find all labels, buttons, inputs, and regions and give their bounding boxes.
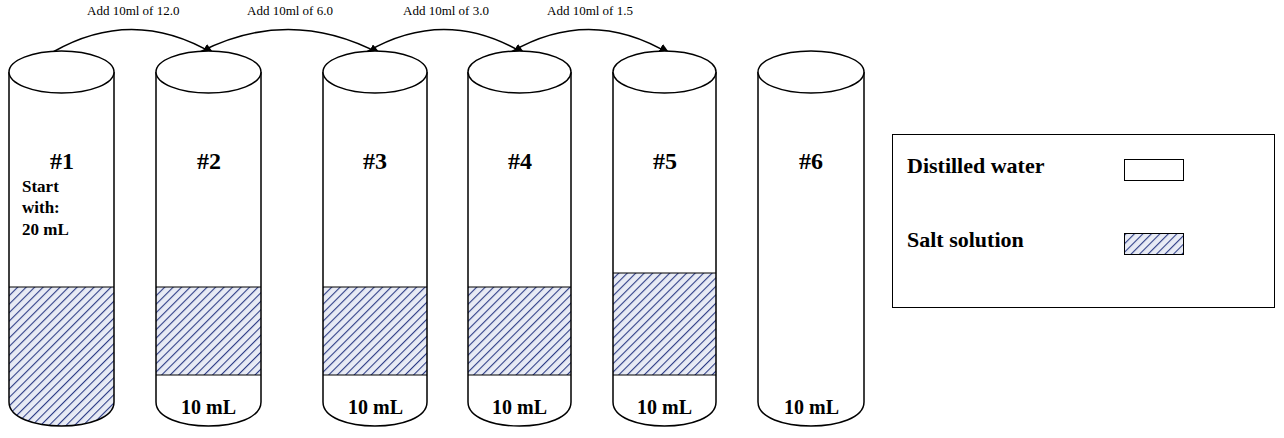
transfer-arrow xyxy=(200,29,380,54)
tube-number: #6 xyxy=(799,148,823,175)
test-tube: #2 10 mL xyxy=(155,50,262,436)
tube-number: #4 xyxy=(508,148,532,175)
volume-label: 10 mL xyxy=(348,396,403,419)
tube-number: #5 xyxy=(653,148,677,175)
legend-swatch xyxy=(1124,233,1184,255)
transfer-label: Add 10ml of 1.5 xyxy=(545,3,635,19)
tube-number: #1 xyxy=(50,148,74,175)
test-tube: #3 10 mL xyxy=(322,50,428,436)
transfer-arrow xyxy=(53,29,214,54)
volume-label: 10 mL xyxy=(492,396,547,419)
test-tube-outline xyxy=(322,50,428,436)
transfer-label: Add 10ml of 6.0 xyxy=(245,3,335,19)
transfer-label: Add 10ml of 3.0 xyxy=(401,3,491,19)
volume-label: 10 mL xyxy=(784,396,839,419)
test-tube-outline xyxy=(467,50,572,436)
transfer-arrow xyxy=(511,29,670,54)
test-tube: #5 10 mL xyxy=(612,50,717,436)
legend-text: Distilled water xyxy=(907,153,1044,179)
test-tube: #4 10 mL xyxy=(467,50,572,436)
transfer-arrow xyxy=(367,29,525,54)
test-tube-outline xyxy=(612,50,717,436)
test-tube-outline xyxy=(155,50,262,436)
test-tube: #6 10 mL xyxy=(757,50,865,436)
tube-number: #2 xyxy=(197,148,221,175)
volume-label: 10 mL xyxy=(637,396,692,419)
test-tube: #1Start with: 20 mL xyxy=(8,50,115,436)
transfer-label: Add 10ml of 12.0 xyxy=(85,3,181,19)
test-tube-outline xyxy=(757,50,865,436)
test-tube-outline xyxy=(8,50,115,436)
start-volume: Start with: 20 mL xyxy=(22,176,78,240)
tube-number: #3 xyxy=(363,148,387,175)
volume-label: 10 mL xyxy=(181,396,236,419)
legend-box: Distilled waterSalt solution xyxy=(892,134,1275,308)
legend-text: Salt solution xyxy=(907,227,1024,253)
legend-swatch xyxy=(1124,159,1184,181)
